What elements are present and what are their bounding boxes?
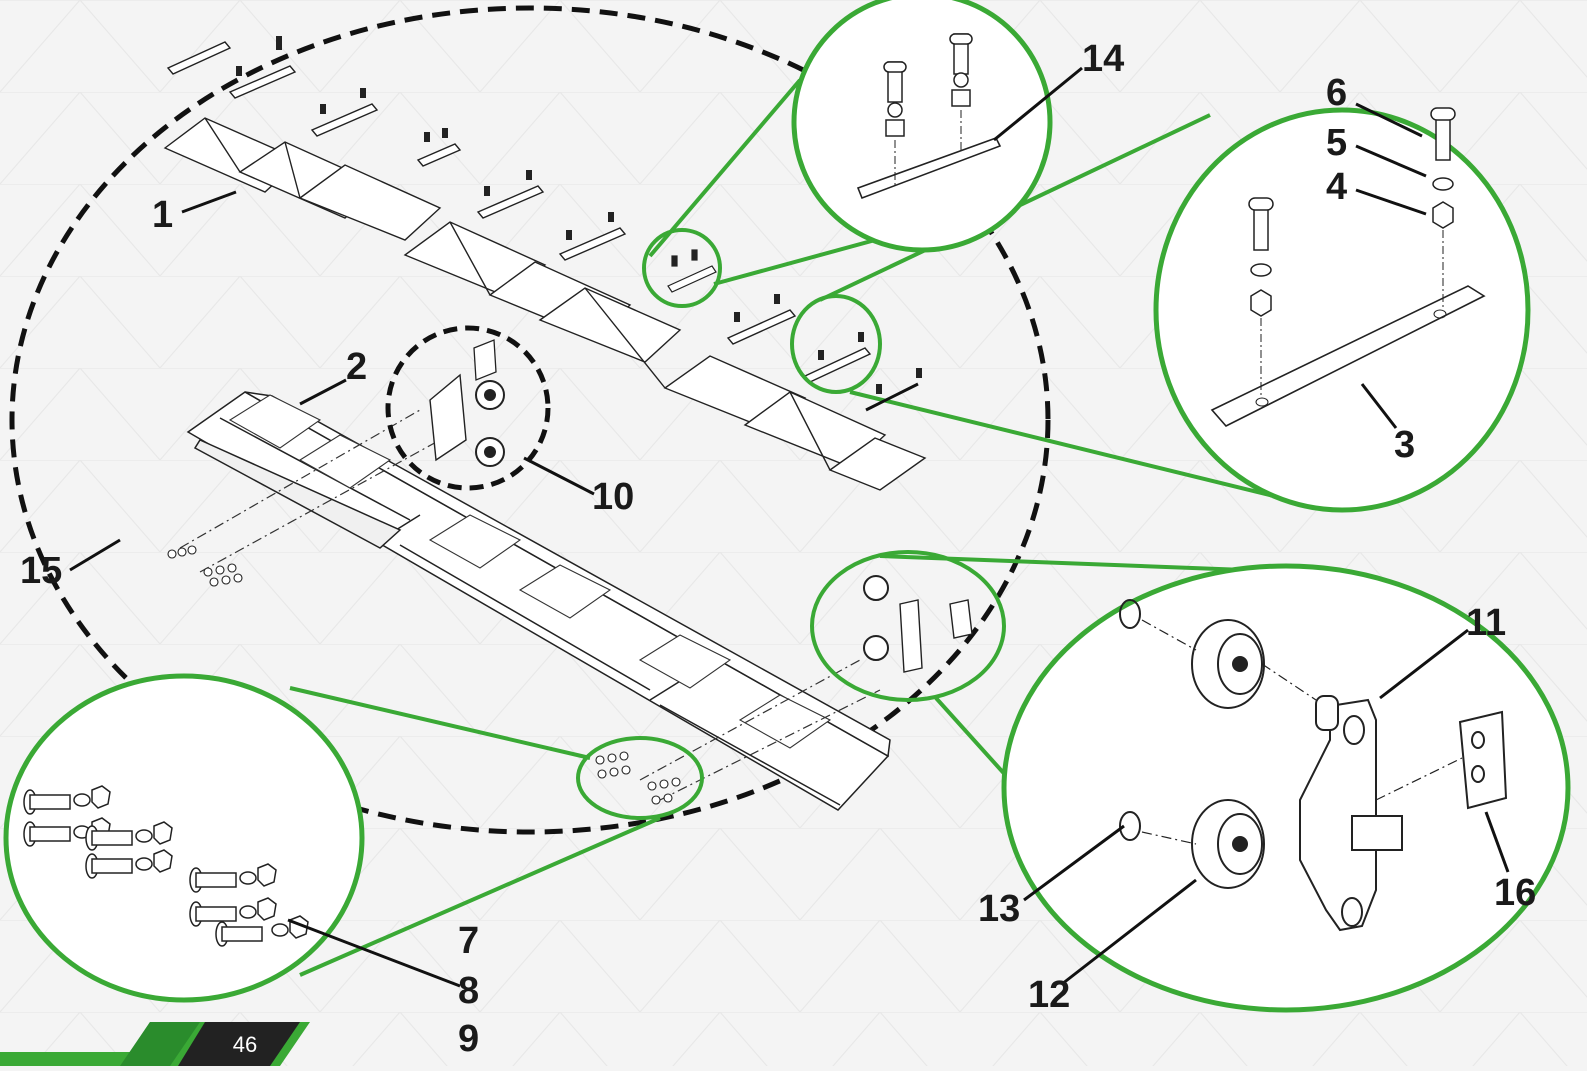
callout-1: 1 <box>152 194 174 236</box>
zoom-circle-11 <box>1001 563 1571 1013</box>
callout-7: 7 <box>458 920 480 962</box>
callout-2: 2 <box>346 346 368 388</box>
clamp-plates-top <box>166 41 872 383</box>
callout-13: 13 <box>978 888 1021 930</box>
callout-10: 10 <box>592 476 635 518</box>
callout-leader-lines <box>69 66 1510 988</box>
callout-6: 6 <box>1326 72 1348 114</box>
callout-12: 12 <box>1028 974 1071 1016</box>
callout-8: 8 <box>458 970 480 1012</box>
zoom-marker-11-content <box>863 575 973 673</box>
zoom-marker-11-source <box>810 550 1006 702</box>
bearing-arm-detail-10 <box>385 325 551 491</box>
hardware-cluster-right <box>595 751 681 805</box>
zoom-circle-14 <box>791 0 1053 253</box>
assembly-lines <box>179 409 881 801</box>
bolts-top <box>236 36 922 394</box>
callout-4: 4 <box>1326 166 1348 208</box>
zoom-marker-7-source <box>576 736 704 820</box>
callout-5: 5 <box>1326 122 1348 164</box>
zoom-marker-3-source <box>790 294 882 394</box>
page-footer-banner <box>0 1022 310 1066</box>
zoom-marker-14-content <box>667 249 717 293</box>
zoom-circle-3 <box>1153 107 1531 513</box>
zoom-circle-7-8-9 <box>3 673 365 1003</box>
callout-14: 14 <box>1082 38 1125 80</box>
assembly-boundary-15 <box>9 5 1051 835</box>
callout-15: 15 <box>20 550 63 592</box>
callout-16: 16 <box>1494 872 1537 914</box>
callout-9: 9 <box>458 1018 480 1060</box>
callout-3: 3 <box>1394 424 1416 466</box>
hardware-cluster-left <box>167 545 243 587</box>
zoom-marker-14-source <box>642 228 722 308</box>
rubber-flap-strip-1 <box>163 117 927 491</box>
callout-11: 11 <box>1466 602 1507 644</box>
page-number: 46 <box>232 1032 258 1057</box>
channel-plates <box>228 394 832 749</box>
